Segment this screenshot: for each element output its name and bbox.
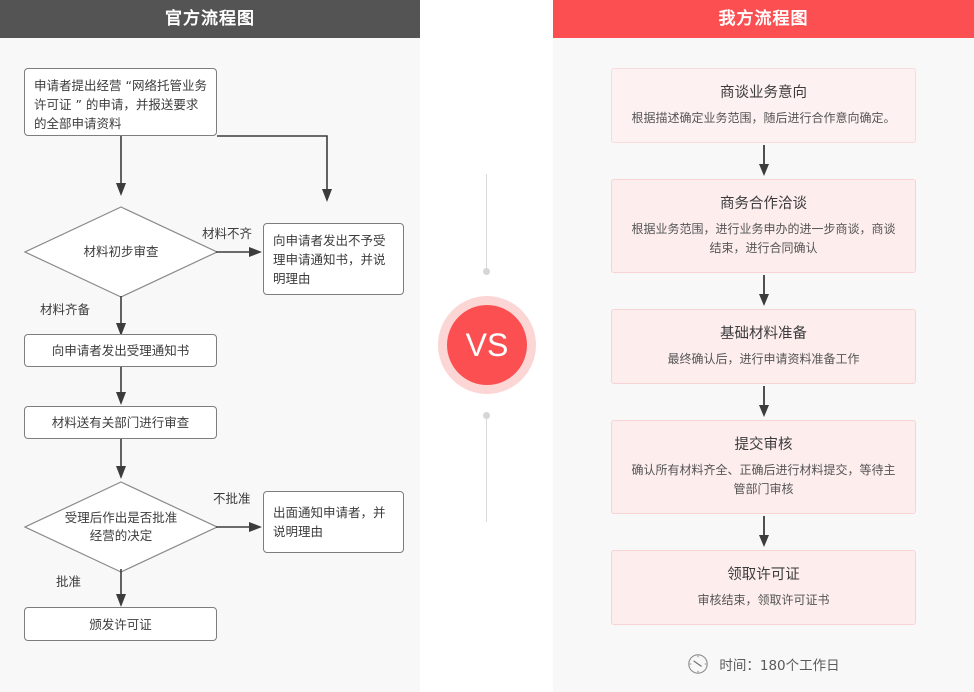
step-card-4[interactable]: 提交审核 确认所有材料齐全、正确后进行材料提交，等待主管部门审核 (611, 420, 916, 514)
step-card-5[interactable]: 领取许可证 审核结束，领取许可证书 (611, 550, 916, 625)
edge-label-approved: 批准 (56, 574, 82, 589)
flow-node-accept-notice[interactable]: 向申请者发出受理通知书 (24, 334, 217, 367)
flow-node-application-submit[interactable]: 申请者提出经营 “网络托管业务许可证 ” 的申请，并报送要求的全部申请资料 (24, 68, 217, 136)
vs-divider: VS (420, 0, 553, 692)
step-arrow-2 (611, 273, 916, 309)
vs-label: VS (447, 305, 527, 385)
clock-icon (688, 654, 709, 674)
step-arrow-3 (611, 384, 916, 420)
flow-decision-approval[interactable]: 受理后作出是否批准经营的决定 (24, 481, 218, 573)
flow-decision-preliminary-review-label: 材料初步审查 (83, 244, 159, 259)
our-flow-steps: 商谈业务意向 根据描述确定业务范围，随后进行合作意向确定。 商务合作洽谈 根据业… (553, 38, 974, 675)
step-title-5: 领取许可证 (727, 567, 800, 583)
step-desc-2: 根据业务范围，进行业务申办的进一步商谈，商谈结束，进行合同确认 (631, 222, 896, 255)
flow-node-reject-notice[interactable]: 向申请者发出不予受理申请通知书，并说明理由 (263, 223, 404, 295)
official-flowchart: 申请者提出经营 “网络托管业务许可证 ” 的申请，并报送要求的全部申请资料 材料… (0, 38, 420, 692)
arrow-d1-to-reject-notice (216, 247, 262, 257)
vs-badge: VS (438, 296, 536, 394)
arrow-n1-to-d1 (116, 136, 126, 196)
divider-dot-bottom (483, 412, 490, 419)
step-desc-1: 根据描述确定业务范围，随后进行合作意向确定。 (631, 111, 896, 125)
step-desc-4: 确认所有材料齐全、正确后进行材料提交，等待主管部门审核 (631, 463, 896, 496)
step-title-2: 商务合作洽谈 (720, 196, 807, 212)
edge-label-materials-incomplete: 材料不齐 (202, 226, 253, 241)
flow-node-department-review[interactable]: 材料送有关部门进行审查 (24, 406, 217, 439)
divider-dot-top (483, 268, 490, 275)
our-flow-panel: 我方流程图 商谈业务意向 根据描述确定业务范围，随后进行合作意向确定。 商务合作… (553, 0, 974, 692)
arrow-decision-to-issue-license (116, 569, 126, 607)
step-title-1: 商谈业务意向 (720, 85, 807, 101)
step-card-1[interactable]: 商谈业务意向 根据描述确定业务范围，随后进行合作意向确定。 (611, 68, 916, 143)
duration-text: 时间：180个工作日 (719, 658, 840, 674)
step-arrow-1 (611, 143, 916, 179)
step-card-2[interactable]: 商务合作洽谈 根据业务范围，进行业务申办的进一步商谈，商谈结束，进行合同确认 (611, 179, 916, 273)
duration-footer: 时间：180个工作日 (553, 653, 974, 675)
step-title-3: 基础材料准备 (720, 326, 807, 342)
flow-node-issue-license[interactable]: 颁发许可证 (24, 607, 217, 641)
step-arrow-4 (611, 514, 916, 550)
step-desc-5: 审核结束，领取许可证书 (697, 593, 830, 607)
edge-label-not-approved: 不批准 (213, 491, 251, 506)
our-flow-header: 我方流程图 (553, 0, 974, 38)
flow-decision-preliminary-review[interactable]: 材料初步审查 (24, 206, 218, 298)
arrow-d1-to-accept-notice (116, 296, 126, 336)
official-flow-panel: 官方流程图 申请者提出经营 “网络托管业务许可证 ” 的申请，并报送要求的全部申… (0, 0, 420, 692)
official-flow-header: 官方流程图 (0, 0, 420, 38)
divider-line-top (486, 174, 487, 268)
flow-node-reject-inform[interactable]: 出面通知申请者，并说明理由 (263, 491, 404, 553)
edge-label-materials-complete: 材料齐备 (40, 302, 91, 317)
arrow-accept-to-department-review (116, 367, 126, 405)
arrow-n1-to-reject-notice (217, 135, 332, 202)
flow-decision-approval-label: 受理后作出是否批准经营的决定 (64, 510, 178, 543)
arrow-department-review-to-decision (116, 439, 126, 479)
step-desc-3: 最终确认后，进行申请资料准备工作 (667, 352, 860, 366)
step-title-4: 提交审核 (734, 437, 793, 453)
divider-line-bottom (486, 418, 487, 522)
step-card-3[interactable]: 基础材料准备 最终确认后，进行申请资料准备工作 (611, 309, 916, 384)
arrow-decision-to-reject-inform (216, 522, 262, 532)
